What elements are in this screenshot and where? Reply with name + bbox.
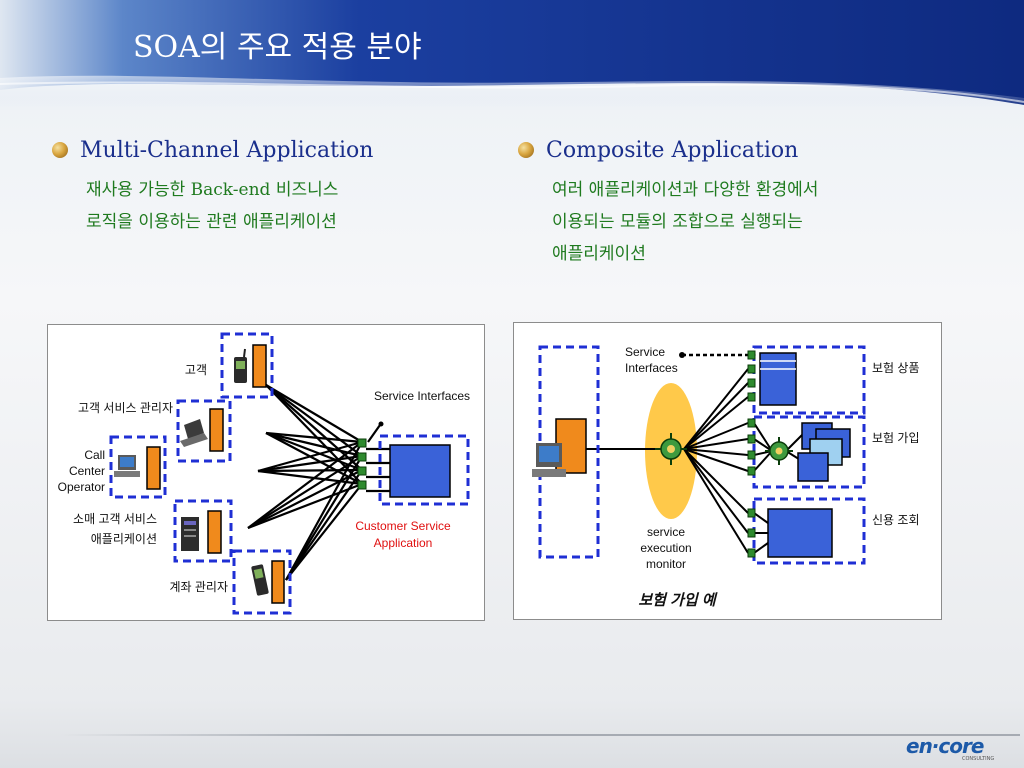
bullet-icon	[52, 142, 68, 158]
desktop-icon	[532, 443, 566, 477]
logo-subtext: CONSULTING	[962, 756, 995, 762]
description-line: 애플리케이션	[552, 244, 646, 264]
label-call-center: Center	[69, 464, 105, 478]
multi-channel-section: Multi-Channel Application 재사용 가능한 Back-e…	[52, 136, 472, 238]
logo-text: en·core	[906, 734, 984, 758]
bullet-description: 재사용 가능한 Back-end 비즈니스 로직을 이용하는 관련 애플리케이션	[86, 174, 472, 238]
interface-node	[679, 352, 685, 358]
label-credit-check: 신용 조회	[872, 513, 920, 527]
bullet-description: 여러 애플리케이션과 다양한 환경에서 이용되는 모듈의 조합으로 실행되는 애…	[552, 174, 958, 270]
bullet-title: Multi-Channel Application	[80, 137, 374, 163]
label-retail-app: 애플리케이션	[91, 532, 157, 546]
slide-title: SOA의 주요 적용 분야	[133, 30, 422, 65]
bullet-icon	[518, 142, 534, 158]
service-components	[759, 352, 851, 558]
composite-diagram: Service Interfaces service execution mon…	[513, 322, 942, 620]
label-customer-service-manager: 고객 서비스 관리자	[78, 401, 173, 415]
company-logo: en·core CONSULTING	[906, 734, 1006, 762]
connection-lines	[247, 384, 390, 581]
label-service-interfaces: Service	[625, 345, 665, 359]
laptop-icon	[180, 419, 208, 447]
label-customer: 고객	[185, 363, 207, 377]
description-line: 재사용 가능한 Back-end 비즈니스	[86, 180, 339, 200]
label-insurance-join: 보험 가입	[872, 431, 920, 445]
bullet-multi-channel: Multi-Channel Application	[52, 136, 472, 164]
composite-section: Composite Application 여러 애플리케이션과 다양한 환경에…	[518, 136, 958, 270]
label-service-interfaces: Service Interfaces	[374, 389, 470, 403]
customer-service-app-box	[389, 444, 451, 498]
composite-diagram-svg: Service Interfaces service execution mon…	[532, 345, 920, 609]
server-icon	[181, 517, 199, 551]
channel-frames	[109, 332, 470, 615]
bullet-composite: Composite Application	[518, 136, 958, 164]
interface-node	[378, 421, 384, 427]
label-customer-service-app: Customer Service	[355, 519, 451, 533]
footer-divider	[60, 734, 1020, 736]
label-retail-app: 소매 고객 서비스	[73, 512, 157, 526]
label-account-manager: 계좌 관리자	[169, 580, 228, 594]
label-customer-service-app: Application	[374, 536, 433, 550]
banner-wave	[0, 0, 1024, 110]
label-call-center: Operator	[58, 480, 105, 494]
hub-icon	[655, 433, 687, 465]
multi-channel-diagram: 고객 고객 서비스 관리자 Call Center Operator 소매 고객…	[47, 324, 485, 621]
desktop-icon	[114, 455, 140, 477]
label-insurance-product: 보험 상품	[872, 361, 920, 375]
description-line: 로직을 이용하는 관련 애플리케이션	[86, 212, 337, 232]
description-line: 여러 애플리케이션과 다양한 환경에서	[552, 180, 819, 200]
label-monitor: service	[647, 525, 685, 539]
service-interface-ports	[747, 350, 756, 558]
multi-channel-diagram-svg: 고객 고객 서비스 관리자 Call Center Operator 소매 고객…	[58, 332, 470, 615]
label-service-interfaces: Interfaces	[625, 361, 678, 375]
label-monitor: execution	[640, 541, 691, 555]
phone-icon	[234, 348, 247, 383]
figure-caption: 보험 가입 예	[638, 592, 718, 609]
label-monitor: monitor	[646, 557, 686, 571]
application-blocks	[146, 344, 285, 604]
label-call-center: Call	[84, 448, 105, 462]
service-interface-ports	[357, 438, 367, 490]
description-line: 이용되는 모듈의 조합으로 실행되는	[552, 212, 803, 232]
bullet-title: Composite Application	[546, 137, 799, 163]
hub-icon	[765, 437, 793, 465]
title-banner: SOA의 주요 적용 분야	[0, 0, 1024, 110]
phone-icon	[251, 564, 269, 596]
